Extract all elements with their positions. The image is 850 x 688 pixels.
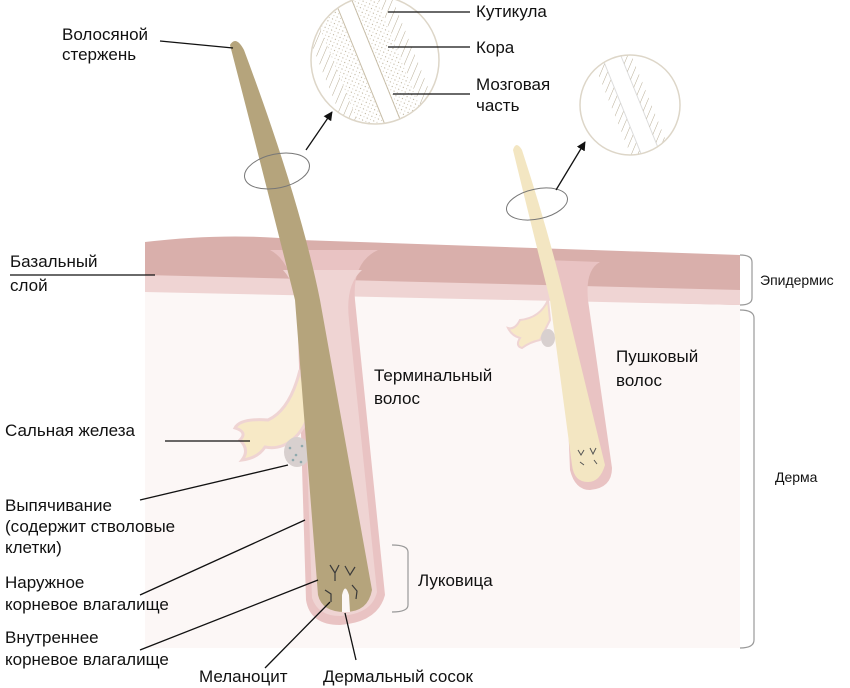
bulb-bracket: [391, 544, 409, 613]
label-epidermis: Эпидермис: [760, 272, 834, 288]
leader-lines: [10, 11, 755, 669]
dermis-bracket: [739, 309, 755, 649]
label-cuticle: Кутикула: [476, 2, 547, 21]
vellus-hair-shaft: [513, 145, 605, 482]
label-cortex: Кора: [476, 38, 515, 57]
melanocytes: [324, 564, 358, 602]
hair-cross-section-magnified: [311, 0, 439, 124]
terminal-hair-zoom-ring: [244, 152, 310, 190]
vellus-hair-follicle: [506, 145, 612, 490]
arrow-icon: [305, 111, 333, 151]
bulge: [284, 437, 310, 467]
dermis: [145, 290, 740, 648]
label-melanocyte: Меланоцит: [199, 667, 288, 686]
terminal-hair-follicle: [230, 41, 385, 625]
vellus-hair-zoom-ring: [506, 187, 568, 221]
label-bulb: Луковица: [418, 571, 493, 590]
epidermis-bracket: [739, 254, 753, 306]
vellus-cross-section-magnified: [588, 55, 677, 155]
label-sebaceous-gland: Сальная железа: [5, 421, 136, 440]
label-dermal-papilla: Дермальный сосок: [323, 667, 473, 686]
terminal-hair-shaft: [230, 41, 372, 612]
arrow-icon: [555, 141, 586, 191]
dermal-papilla: [342, 588, 350, 612]
label-dermis: Дерма: [775, 469, 818, 485]
